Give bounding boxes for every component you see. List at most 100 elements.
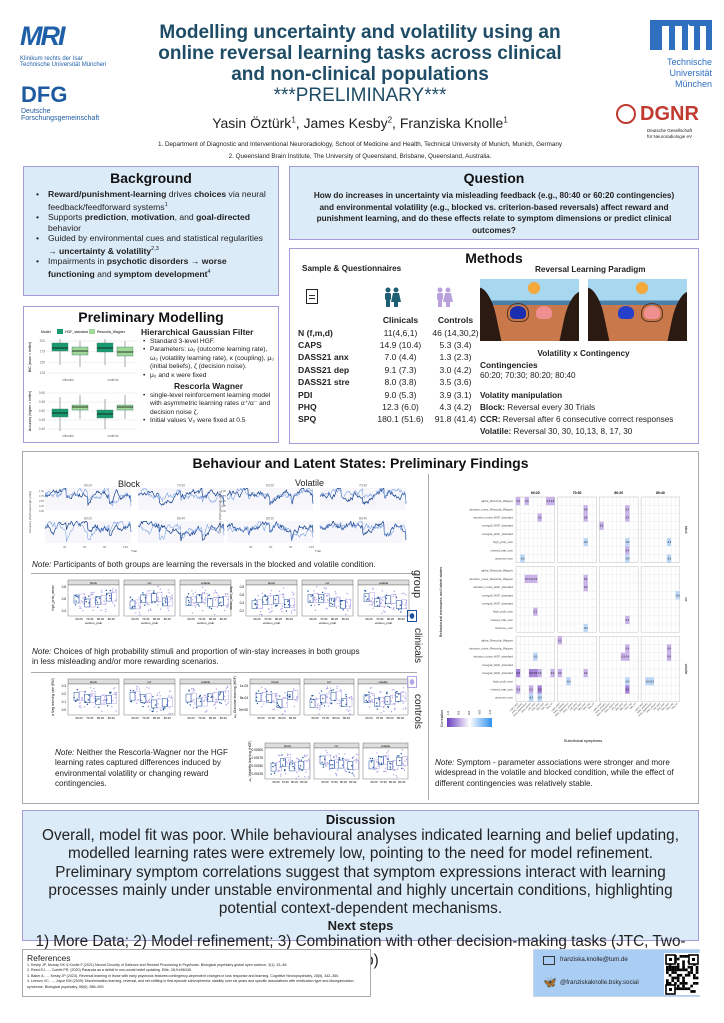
data-point-clinicals bbox=[143, 702, 145, 704]
heatmap-row-label: omega3_HGF_standard bbox=[482, 663, 513, 667]
tick-label: 80:40 bbox=[164, 617, 171, 621]
box-clinicals bbox=[129, 691, 136, 701]
heatmap-cell-value: -0.3 bbox=[529, 697, 534, 700]
data-point-clinicals bbox=[380, 763, 383, 766]
data-point-controls bbox=[160, 591, 163, 593]
email-icon bbox=[543, 956, 555, 965]
data-point-clinicals bbox=[188, 689, 190, 691]
data-point-clinicals bbox=[387, 605, 389, 608]
tick-label: 60 bbox=[269, 545, 273, 549]
data-point-controls bbox=[285, 772, 287, 775]
manipulation-key: Block: bbox=[480, 403, 506, 412]
data-point-controls bbox=[314, 596, 316, 598]
data-point-controls bbox=[380, 711, 382, 714]
box-controls bbox=[212, 597, 219, 607]
qr-finder bbox=[669, 988, 672, 991]
data-point-controls bbox=[194, 597, 197, 599]
heatmap-cell bbox=[528, 693, 534, 702]
data-point-controls bbox=[372, 602, 374, 604]
data-point-clinicals bbox=[75, 600, 77, 602]
data-point-controls bbox=[272, 708, 274, 711]
box-clinicals bbox=[284, 599, 290, 608]
qr-module bbox=[684, 987, 688, 991]
table-cell-clin: 9.0 (5.3) bbox=[384, 389, 417, 400]
data-point-clinicals bbox=[97, 606, 99, 608]
data-point-controls bbox=[213, 613, 216, 616]
accuracy-line-clinicals bbox=[319, 487, 407, 506]
facet-label: volatile bbox=[201, 680, 211, 684]
pink-shell-stimulus[interactable] bbox=[641, 303, 663, 322]
data-point-clinicals bbox=[220, 702, 222, 705]
tick-label: 70:30 bbox=[282, 780, 289, 784]
heatmap-col-label: caps_total bbox=[634, 702, 644, 712]
heatmap-col-label: spq_total bbox=[661, 702, 670, 711]
bluesky-link[interactable]: @franziskaknolle.bsky.social bbox=[560, 979, 639, 986]
section-title: Background bbox=[110, 170, 192, 186]
data-point-controls bbox=[316, 705, 319, 707]
data-point-clinicals bbox=[109, 589, 112, 592]
data-point-controls bbox=[405, 758, 408, 760]
data-point-controls bbox=[112, 587, 114, 590]
data-point-controls bbox=[261, 699, 263, 701]
data-point-controls bbox=[191, 693, 193, 695]
data-point-clinicals bbox=[151, 710, 153, 713]
qr-module bbox=[682, 976, 685, 980]
tick-label: 80:40 bbox=[286, 617, 293, 621]
data-point-controls bbox=[114, 687, 116, 689]
heatmap-cell bbox=[625, 538, 630, 547]
data-point-controls bbox=[146, 603, 149, 605]
data-point-controls bbox=[83, 593, 85, 595]
qr-module bbox=[693, 973, 696, 977]
data-point-controls bbox=[112, 602, 114, 604]
data-point-controls bbox=[157, 596, 159, 598]
data-point-clinicals bbox=[197, 603, 199, 606]
box-controls bbox=[383, 755, 389, 765]
data-point-clinicals bbox=[255, 696, 258, 699]
facet-label: volatile bbox=[201, 581, 211, 585]
controls-people-icon bbox=[437, 287, 453, 307]
data-point-controls bbox=[167, 609, 170, 612]
table-cell-label: CAPS bbox=[298, 339, 322, 350]
bullet-text: 1 bbox=[164, 201, 168, 208]
data-point-controls bbox=[156, 694, 158, 697]
data-point-clinicals bbox=[131, 598, 134, 601]
data-point-controls bbox=[294, 689, 296, 691]
controls-legend-key bbox=[407, 676, 417, 688]
blue-shell-stimulus[interactable] bbox=[507, 303, 529, 322]
tick-label: 80:40 bbox=[397, 716, 404, 720]
data-point-controls bbox=[271, 604, 273, 606]
email-link[interactable]: franziska.knolle@tum.de bbox=[560, 956, 628, 963]
box-clinicals bbox=[363, 593, 370, 603]
data-point-controls bbox=[224, 594, 227, 596]
data-point-controls bbox=[326, 761, 329, 763]
data-point-controls bbox=[326, 595, 328, 597]
data-point-controls bbox=[392, 595, 395, 597]
data-point-controls bbox=[214, 590, 217, 592]
tick-label: 60:20 bbox=[310, 617, 317, 621]
facet-label: block bbox=[284, 744, 292, 748]
tick-label: 70:30 bbox=[86, 716, 93, 720]
qr-code[interactable] bbox=[664, 953, 700, 995]
heatmap-col-label: dass_stress bbox=[646, 702, 658, 714]
data-point-controls bbox=[405, 599, 408, 602]
tick-label: 0.00 bbox=[221, 509, 227, 513]
bullet-text: choices bbox=[194, 189, 227, 199]
data-point-controls bbox=[325, 749, 327, 752]
heatmap-col-facet: 80:40 bbox=[656, 491, 665, 495]
data-point-controls bbox=[149, 589, 151, 592]
heatmap-cell-value: 0.3 bbox=[538, 517, 542, 520]
data-point-controls bbox=[157, 598, 159, 600]
blue-shell-stimulus[interactable] bbox=[618, 306, 634, 319]
data-point-clinicals bbox=[334, 699, 336, 702]
data-point-controls bbox=[135, 612, 137, 614]
tick-label: 0.00 bbox=[39, 509, 45, 513]
data-point-clinicals bbox=[218, 596, 221, 598]
data-point-controls bbox=[111, 706, 113, 708]
data-point-controls bbox=[393, 688, 395, 691]
note-learning-rates: Note: Neither the Rescorla-Wagner nor th… bbox=[55, 748, 235, 790]
data-point-controls bbox=[371, 588, 374, 590]
pink-shell-stimulus[interactable] bbox=[536, 306, 552, 319]
data-point-clinicals bbox=[398, 608, 400, 611]
data-point-controls bbox=[347, 609, 349, 612]
data-point-controls bbox=[396, 768, 399, 771]
